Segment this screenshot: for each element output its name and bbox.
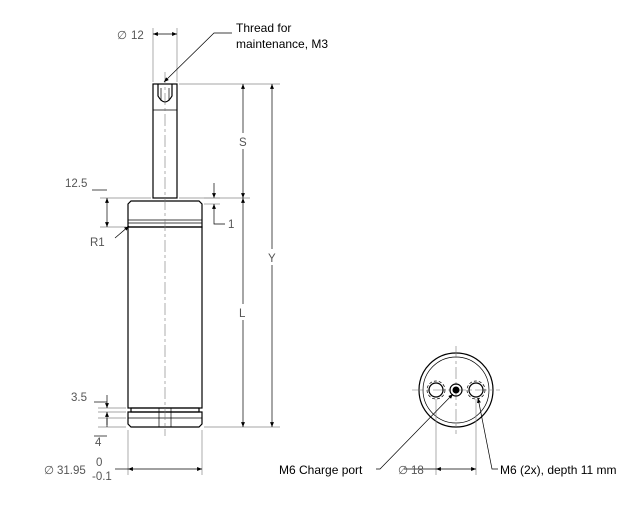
rod-diameter-symbol: ∅ [117,30,127,42]
head-height-value: 12.5 [65,178,87,190]
rod-diameter-value: 12 [131,30,144,42]
charge-port-leader [376,393,454,470]
body-diameter-value: 31.95 [57,465,86,477]
thread-callout-line1: Thread for [236,21,291,35]
thread-leader [163,32,232,83]
body-length-label: L [239,308,246,320]
mount-holes-callout: M6 (2x), depth 11 mm [500,463,616,477]
tolerance-lower: -0.1 [92,471,112,483]
base-height-value: 4 [95,437,102,449]
cylinder-body [127,226,203,409]
mount-hole-left [426,380,446,400]
mount-holes-leader [477,397,498,470]
mount-hole-right [466,380,486,400]
dimension-lines: ∅ 12 Thread for maintenance, M3 12.5 R1 … [44,21,328,483]
port-spacing-symbol: ∅ [398,465,408,477]
groove-offset-value: 3.5 [71,392,87,404]
chamfer-value: 1 [228,219,234,231]
fillet-radius-label: R1 [90,237,105,249]
base [127,411,203,428]
overall-length-label: Y [268,253,276,265]
body-diameter-symbol: ∅ [44,465,54,477]
charge-port [449,383,463,397]
side-view [127,72,203,436]
tolerance-upper: 0 [96,457,102,469]
bottom-dimensions: ∅ 18 M6 Charge port M6 (2x), depth 11 mm [279,393,616,477]
stroke-label: S [239,137,247,149]
port-spacing-value: 18 [411,465,424,477]
charge-port-callout: M6 Charge port [279,463,363,477]
bottom-view [412,346,500,434]
thread-callout-line2: maintenance, M3 [236,37,328,51]
